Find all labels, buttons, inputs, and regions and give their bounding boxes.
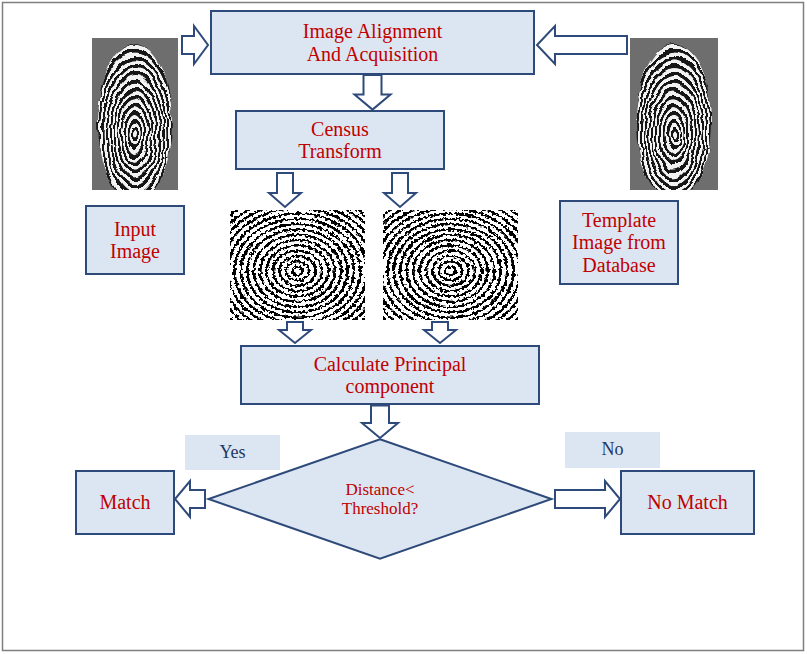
block-arrow <box>182 26 208 64</box>
census-ridges <box>230 210 365 320</box>
caption-box: Input Image <box>85 205 185 275</box>
edge-label: Yes <box>219 443 245 463</box>
edge-label-patch: No <box>565 432 660 468</box>
node-text: Input Image <box>95 218 175 263</box>
node-text: Census Transform <box>285 118 395 163</box>
census-image-right <box>379 206 522 324</box>
block-arrow <box>424 322 456 343</box>
caption-box: Template Image from Database <box>559 200 679 285</box>
node-text: Match <box>99 491 150 513</box>
block-arrow <box>384 173 416 207</box>
block-arrow-connector <box>362 405 398 438</box>
fingerprint-ridges <box>636 44 712 190</box>
result-box: Match <box>75 470 175 535</box>
outer-frame <box>3 3 804 651</box>
result-box: No Match <box>620 470 755 535</box>
block-arrow <box>269 173 301 207</box>
process-box: Image Alignment And Acquisition <box>210 10 535 75</box>
node-text: Calculate Principal component <box>300 353 480 398</box>
block-arrow-connector <box>355 75 391 110</box>
template-fingerprint <box>630 38 718 200</box>
node-text: Template Image from Database <box>569 209 669 276</box>
edge-label-patch: Yes <box>185 435 280 470</box>
census-ridges <box>383 210 518 320</box>
fingerprint-ridges <box>98 44 172 190</box>
process-box: Calculate Principal component <box>240 345 540 406</box>
process-box: Census Transform <box>235 110 445 171</box>
input-fingerprint <box>92 38 178 200</box>
block-arrow <box>279 322 311 343</box>
block-arrow <box>537 26 627 64</box>
block-arrow-connector <box>555 481 620 517</box>
node-text: No Match <box>647 491 728 513</box>
block-arrow-connector <box>175 481 205 517</box>
census-image-left <box>226 206 369 324</box>
node-text: Distance< Threshold? <box>335 480 425 518</box>
edge-label: No <box>602 440 624 460</box>
node-text: Image Alignment And Acquisition <box>288 20 458 65</box>
